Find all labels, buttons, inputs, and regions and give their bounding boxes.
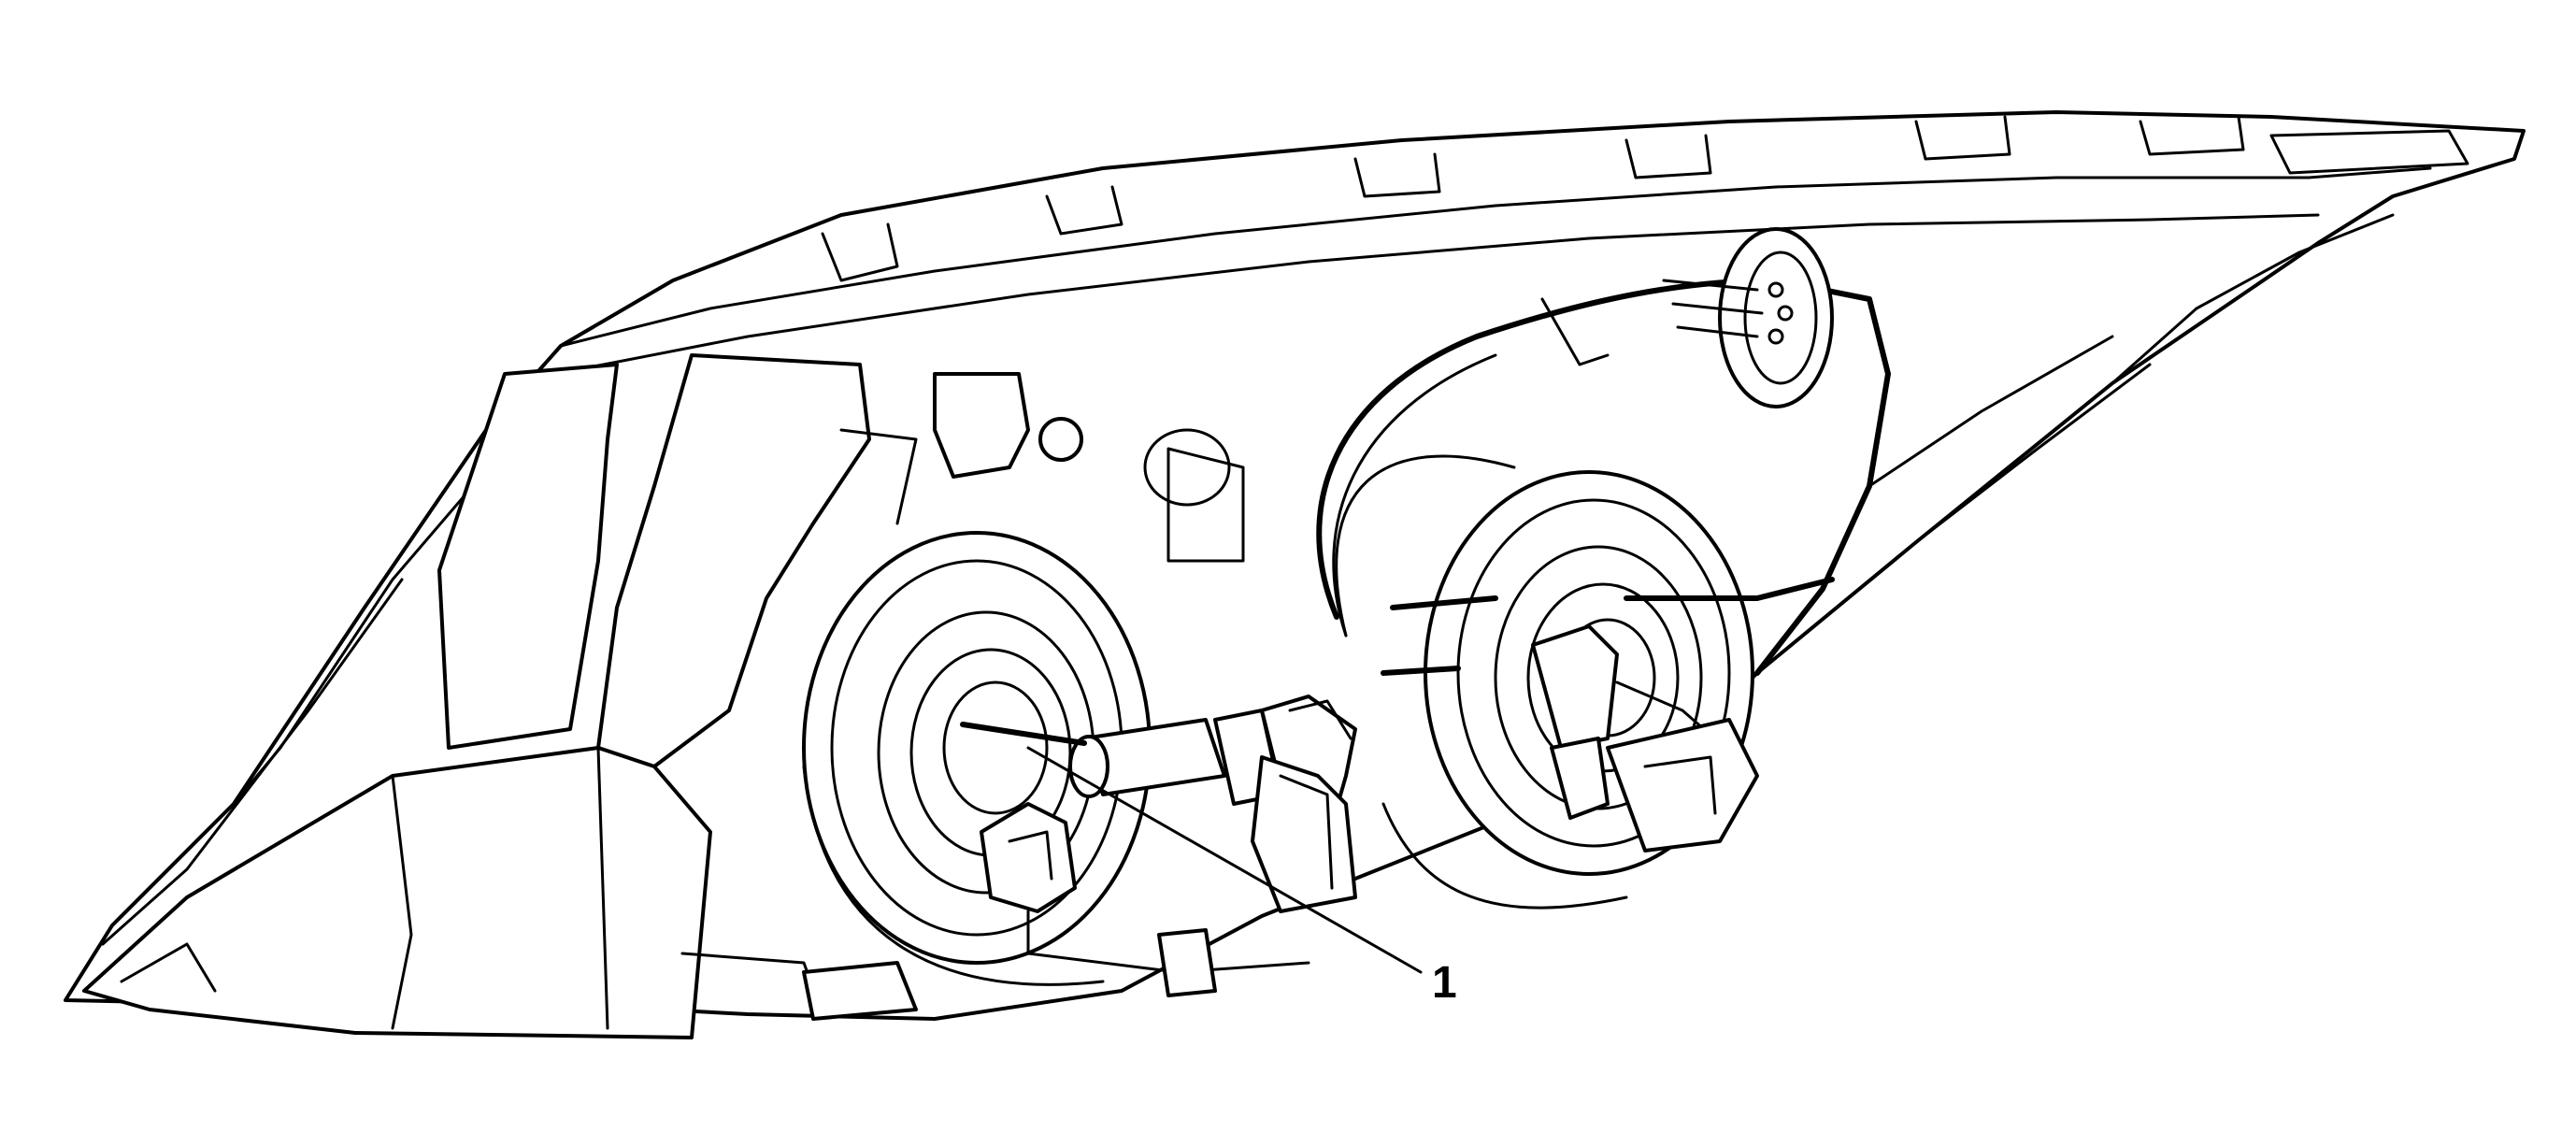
- left-mounting-bracket: [82, 353, 1245, 1039]
- callout-1-label: 1: [1432, 958, 1457, 1008]
- high-beam-connector: [1531, 624, 1759, 820]
- callout-1-leader: [1026, 746, 1423, 974]
- headlamp-bulb: [960, 695, 1357, 913]
- lower-right-housing: [1606, 335, 2114, 852]
- bottom-mounting-tabs: [120, 928, 1217, 1021]
- low-beam-connector: [980, 802, 1310, 974]
- wiring-harness: [1316, 227, 1891, 676]
